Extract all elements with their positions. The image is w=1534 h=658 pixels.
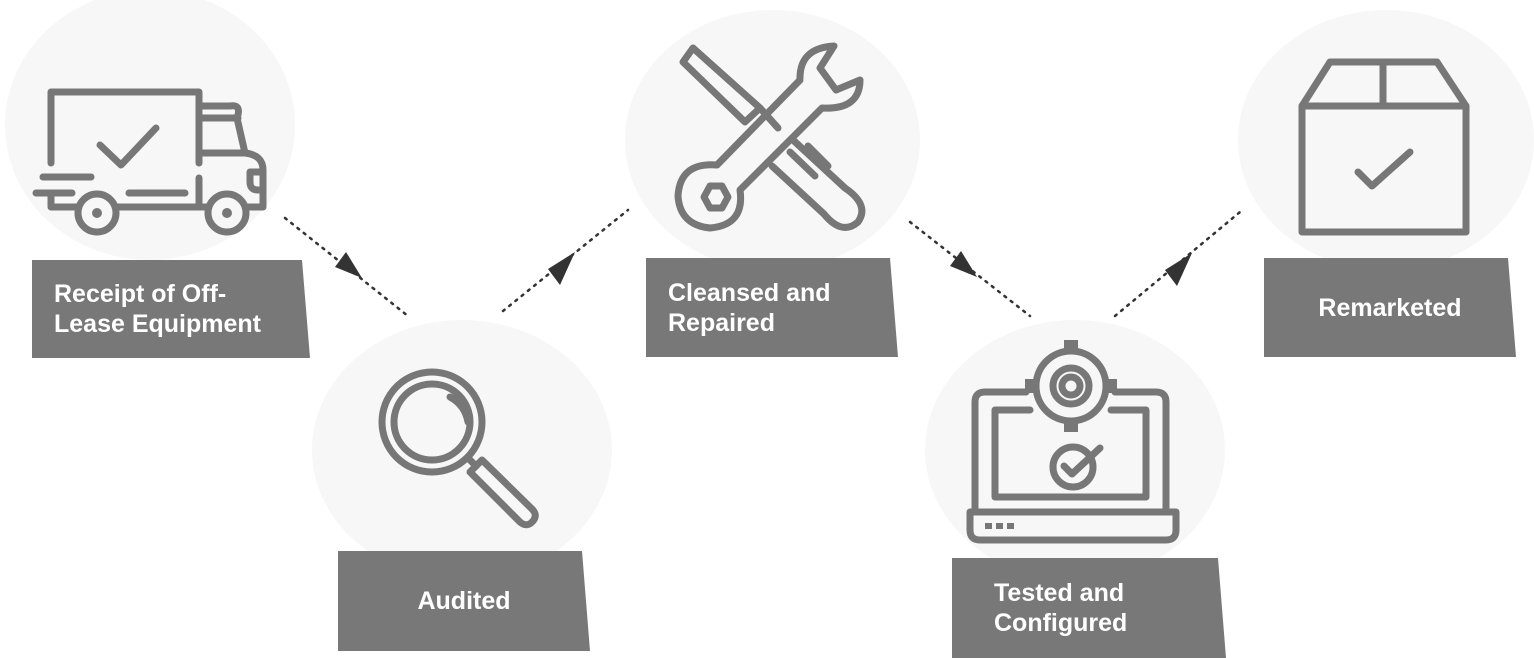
step-label-audited: Audited — [338, 551, 590, 651]
delivery-truck-check-icon — [32, 88, 267, 236]
step-label-cleansed: Cleansed and Repaired — [646, 258, 898, 357]
arrow-3-line — [908, 220, 1032, 318]
box-check-icon — [1298, 58, 1470, 236]
step-5-background — [1238, 10, 1534, 270]
step-label-text: Receipt of Off- Lease Equipment — [54, 280, 261, 338]
step-label-receipt: Receipt of Off- Lease Equipment — [32, 260, 310, 358]
arrow-1-head — [335, 252, 362, 278]
step-label-text: Audited — [417, 587, 511, 615]
step-label-text: Remarketed — [1318, 293, 1462, 322]
wrench-screwdriver-icon — [674, 42, 866, 232]
step-label-tested: Tested and Configured — [952, 558, 1226, 658]
step-label-remarketed: Remarketed — [1264, 258, 1516, 357]
arrow-4-head — [1165, 253, 1192, 286]
arrow-2-head — [548, 252, 575, 285]
step-label-text: Cleansed and Repaired — [668, 278, 831, 337]
magnifying-glass-icon — [378, 368, 539, 529]
step-3-background — [625, 10, 920, 270]
step-label-text: Tested and Configured — [994, 579, 1128, 637]
laptop-gear-check-icon — [966, 340, 1180, 544]
arrow-3-head — [950, 251, 977, 277]
arrow-1-line — [283, 216, 410, 318]
